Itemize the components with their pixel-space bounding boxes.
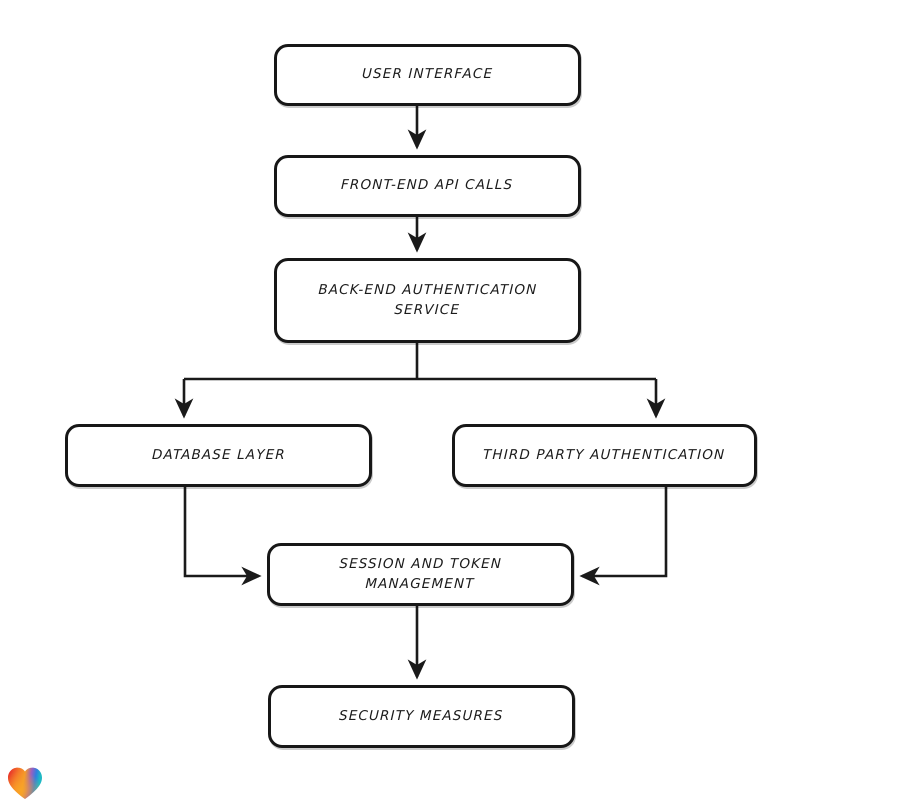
node-database-layer[interactable]: DATABASE LAYER [65, 424, 372, 487]
node-third-party-auth[interactable]: THIRD PARTY AUTHENTICATION [452, 424, 757, 487]
node-session-token[interactable]: SESSION AND TOKEN MANAGEMENT [267, 543, 574, 606]
node-label: SECURITY MEASURES [339, 707, 505, 724]
node-label: DATABASE LAYER [151, 446, 286, 463]
node-label: USER INTERFACE [361, 66, 494, 83]
node-label: SESSION AND TOKEN MANAGEMENT [339, 555, 503, 592]
node-label: FRONT-END API CALLS [341, 177, 514, 194]
node-user-interface[interactable]: USER INTERFACE [274, 44, 581, 106]
node-frontend-api[interactable]: FRONT-END API CALLS [274, 155, 581, 217]
node-label: THIRD PARTY AUTHENTICATION [483, 446, 726, 463]
node-backend-auth[interactable]: BACK-END AUTHENTICATION SERVICE [274, 258, 581, 343]
node-security-measures[interactable]: SECURITY MEASURES [268, 685, 575, 748]
edge-thirdparty-to-session [579, 487, 668, 586]
edge-backend-split-bus [184, 343, 656, 381]
node-label: BACK-END AUTHENTICATION SERVICE [318, 281, 538, 318]
edge-database-to-session [183, 487, 262, 586]
heart-icon [8, 767, 42, 799]
